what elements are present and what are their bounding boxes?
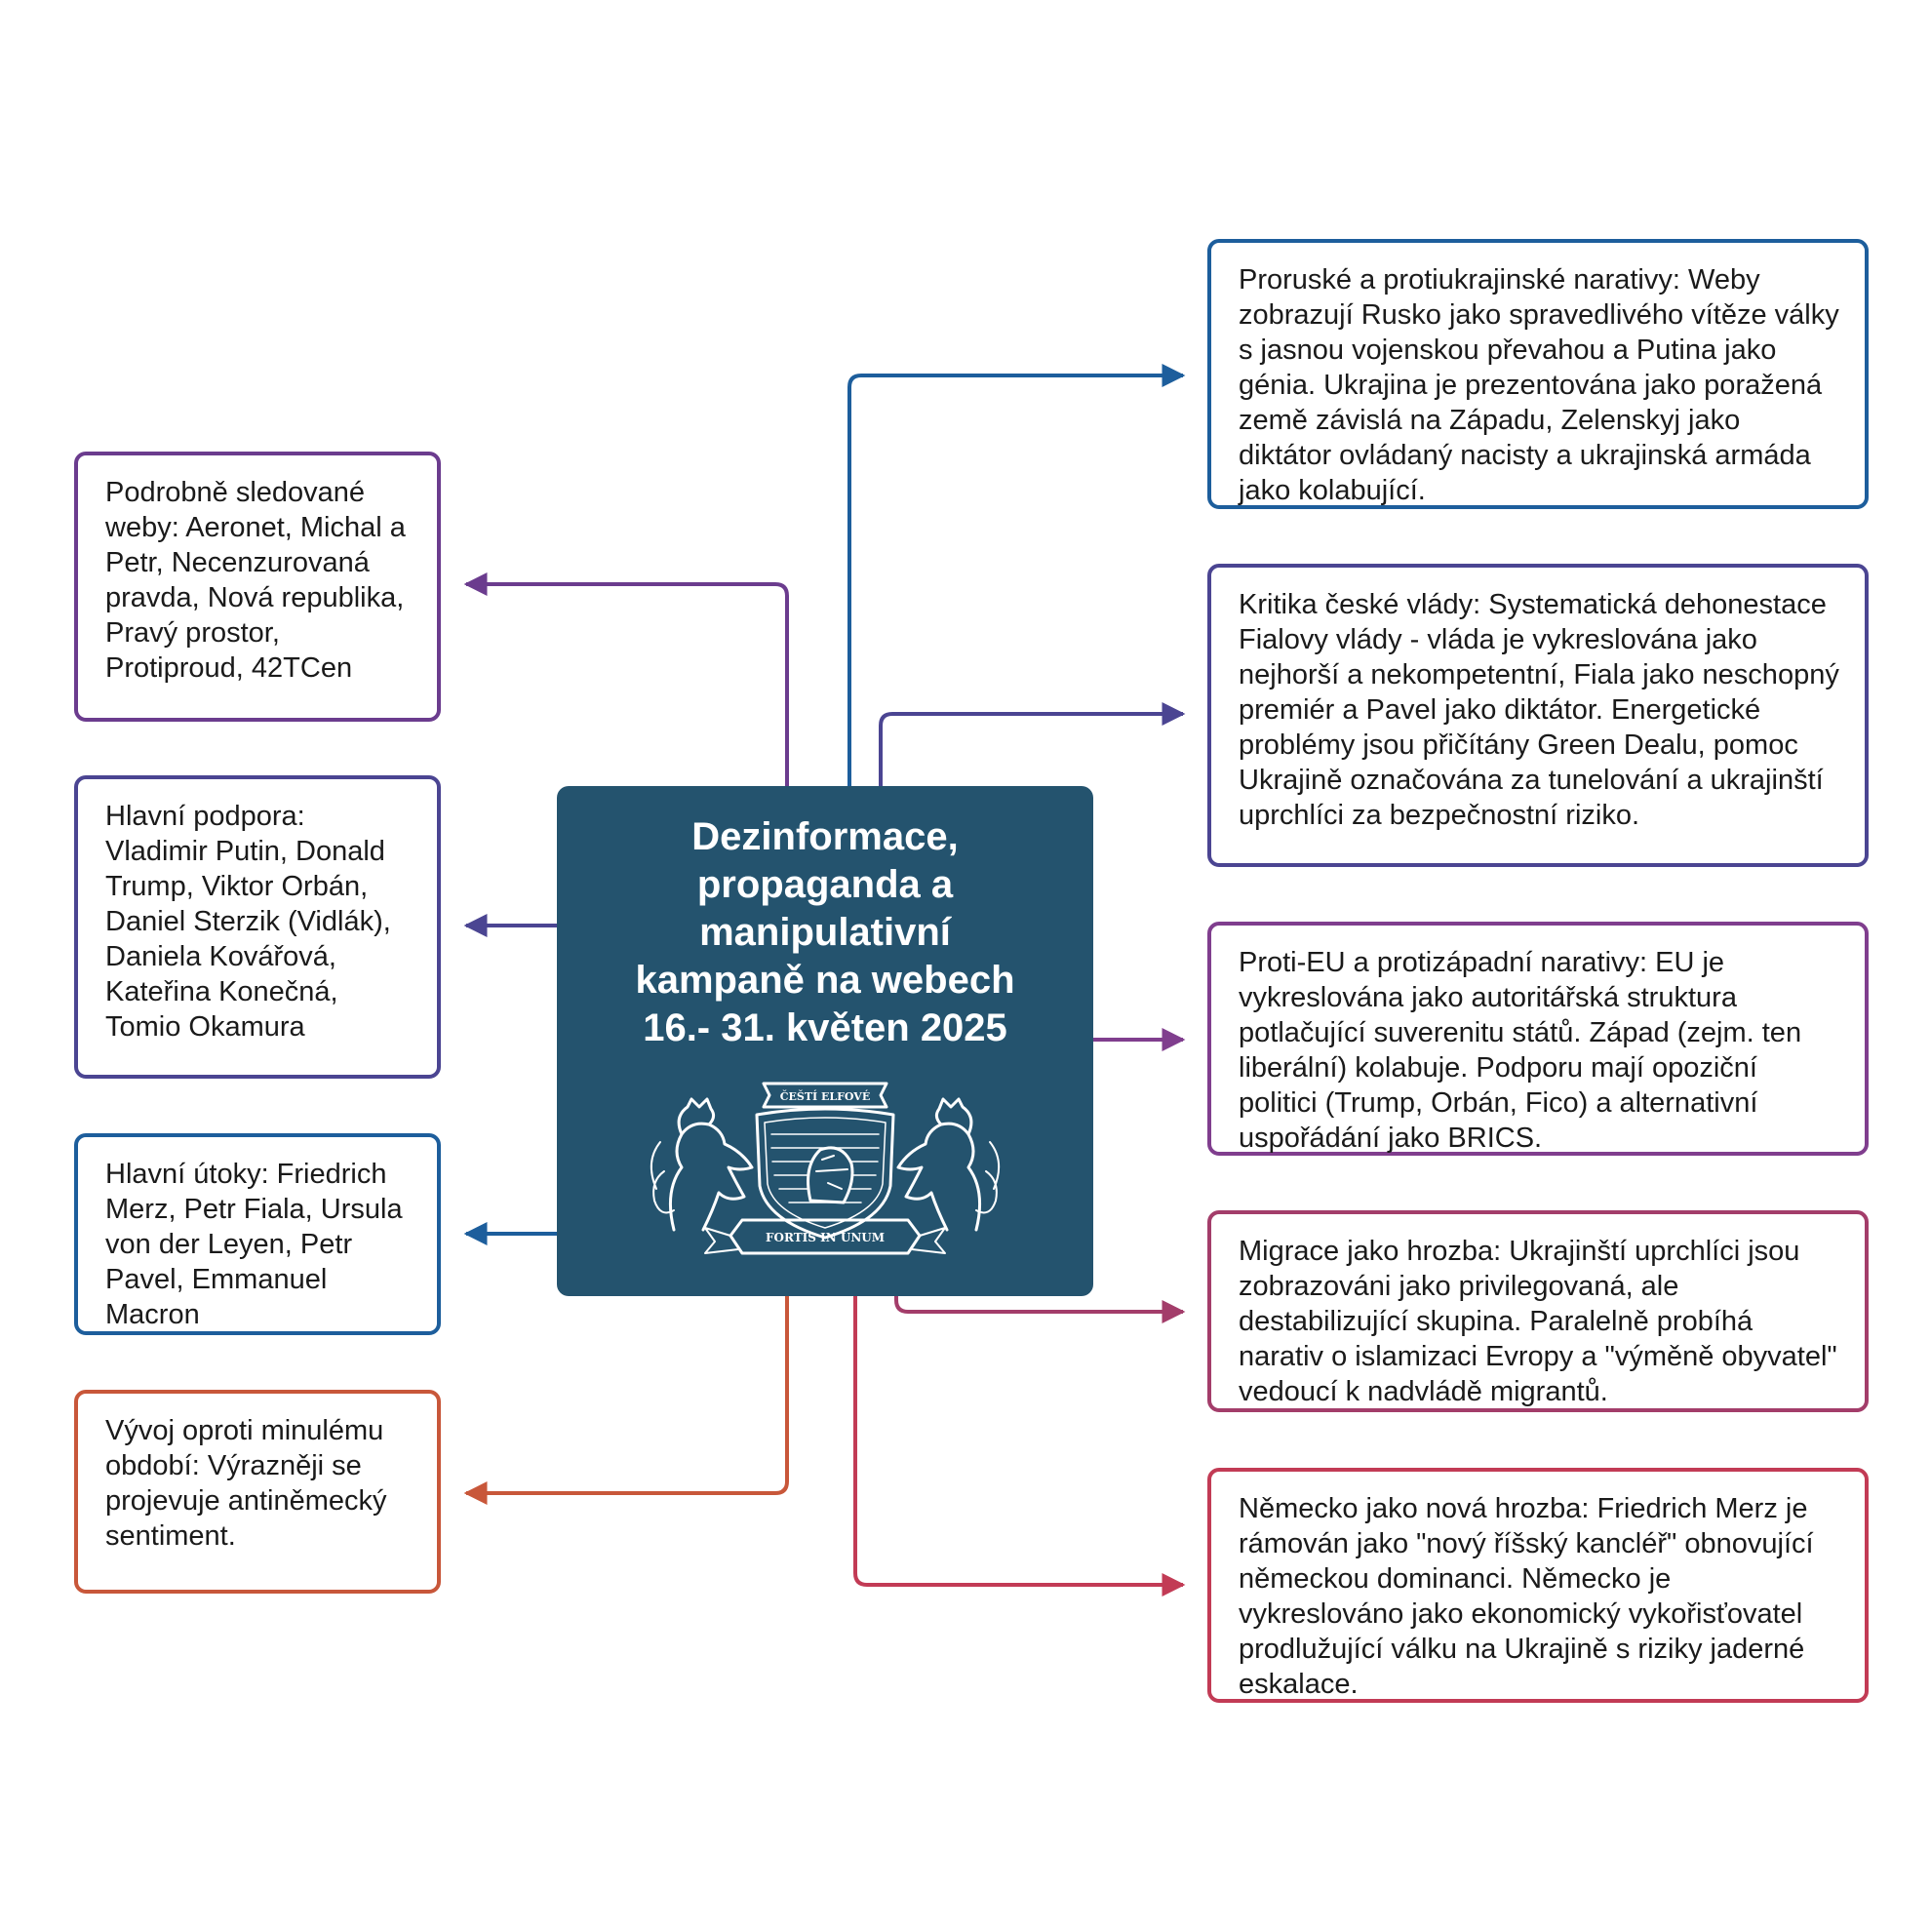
- right-box-government-criticism-text: Kritika české vlády: Systematická dehone…: [1239, 589, 1839, 831]
- connector-right-5: [853, 1296, 1186, 1597]
- central-title-line: Dezinformace,: [691, 815, 959, 858]
- central-title-line: propaganda a: [696, 863, 954, 906]
- left-box-monitored-websites: Podrobně sledované weby: Aeronet, Michal…: [74, 452, 441, 722]
- left-box-development: Vývoj oproti minulému období: Výrazněji …: [74, 1390, 441, 1594]
- emblem-top-text: ČEŠTÍ ELFOVÉ: [780, 1089, 870, 1103]
- right-box-pro-russian-text: Proruské a protiukrajinské narativy: Web…: [1239, 264, 1839, 506]
- emblem-lion-right: [896, 1097, 982, 1232]
- connector-left-1: [463, 572, 789, 786]
- emblem-lion-left: [668, 1097, 754, 1232]
- right-box-germany: Německo jako nová hrozba: Friedrich Merz…: [1207, 1468, 1869, 1703]
- connector-right-2: [879, 702, 1186, 786]
- left-box-main-support: Hlavní podpora: Vladimir Putin, Donald T…: [74, 775, 441, 1079]
- right-box-anti-eu: Proti-EU a protizápadní narativy: EU je …: [1207, 922, 1869, 1156]
- emblem-bottom-text: FORTIS IN UNUM: [766, 1231, 885, 1244]
- right-box-pro-russian: Proruské a protiukrajinské narativy: Web…: [1207, 239, 1869, 509]
- central-title: Dezinformace, propaganda a manipulativní…: [557, 813, 1093, 1052]
- emblem-shield: [755, 1107, 895, 1240]
- right-box-migration-text: Migrace jako hrozba: Ukrajinští uprchlíc…: [1239, 1236, 1837, 1407]
- central-title-line: 16.- 31. květen 2025: [643, 1006, 1007, 1049]
- right-box-government-criticism: Kritika české vlády: Systematická dehone…: [1207, 564, 1869, 867]
- right-box-germany-text: Německo jako nová hrozba: Friedrich Merz…: [1239, 1493, 1814, 1700]
- right-box-anti-eu-text: Proti-EU a protizápadní narativy: EU je …: [1239, 947, 1802, 1154]
- connector-left-4: [463, 1296, 789, 1505]
- left-box-main-attacks: Hlavní útoky: Friedrich Merz, Petr Fiala…: [74, 1133, 441, 1335]
- connector-right-1: [847, 364, 1186, 786]
- right-box-migration: Migrace jako hrozba: Ukrajinští uprchlíc…: [1207, 1210, 1869, 1412]
- central-title-line: manipulativní: [699, 911, 951, 954]
- emblem-top-banner: [762, 1082, 888, 1109]
- left-box-development-text: Vývoj oproti minulému období: Výrazněji …: [105, 1415, 387, 1552]
- left-box-main-support-text: Hlavní podpora: Vladimir Putin, Donald T…: [105, 801, 391, 1043]
- central-title-line: kampaně na webech: [635, 959, 1015, 1002]
- cesti-elfove-emblem: ČEŠTÍ ELFOVÉ FORTIS IN UNUM: [650, 1082, 1001, 1255]
- left-box-main-attacks-text: Hlavní útoky: Friedrich Merz, Petr Fiala…: [105, 1159, 403, 1330]
- central-topic: Dezinformace, propaganda a manipulativní…: [557, 786, 1093, 1296]
- connector-right-4: [894, 1296, 1186, 1323]
- left-box-monitored-websites-text: Podrobně sledované weby: Aeronet, Michal…: [105, 477, 406, 684]
